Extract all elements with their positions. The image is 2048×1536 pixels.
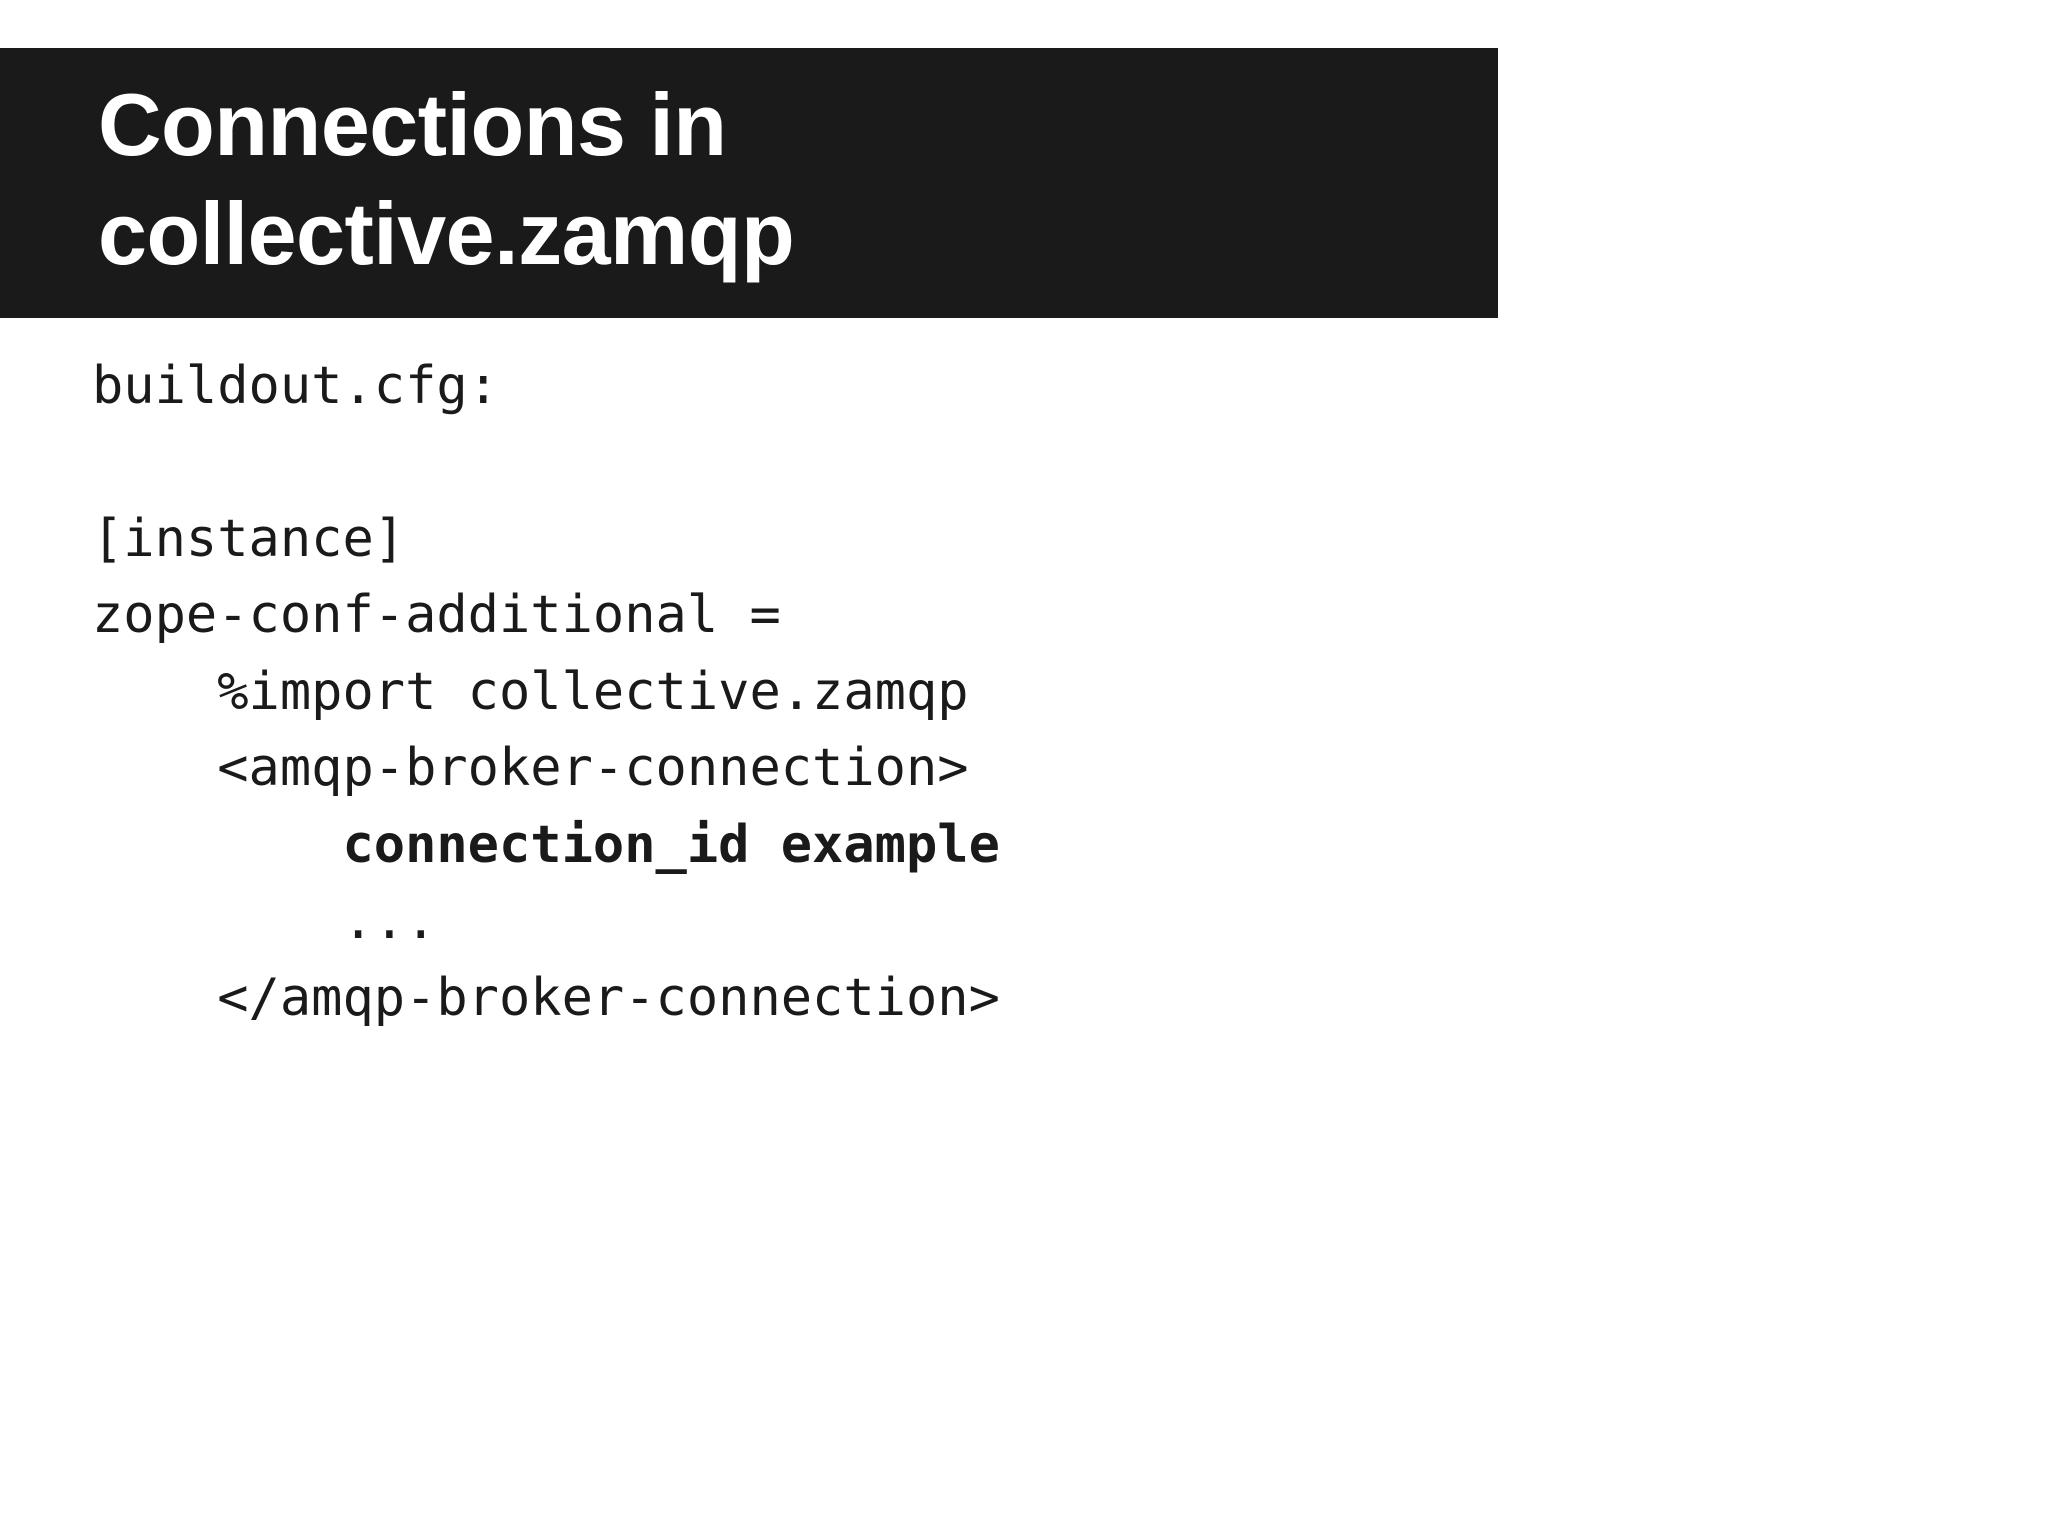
code-line: <amqp-broker-connection> — [92, 738, 969, 799]
slide-root: Connections in collective.zamqp buildout… — [0, 48, 1498, 1036]
code-line: ... — [92, 891, 437, 952]
code-line: zope-conf-additional = — [92, 585, 781, 646]
code-block: buildout.cfg: [instance] zope-conf-additi… — [92, 348, 1000, 1036]
code-line: %import collective.zamqp — [92, 661, 969, 722]
code-line: </amqp-broker-connection> — [92, 967, 1000, 1028]
code-line: buildout.cfg: — [92, 356, 499, 416]
code-line: connection_id example — [92, 814, 1000, 875]
title-banner: Connections in collective.zamqp — [0, 48, 1498, 319]
page-title: Connections in collective.zamqp — [98, 75, 795, 284]
code-line: [instance] — [92, 508, 406, 569]
code-line-blank — [92, 424, 1000, 500]
